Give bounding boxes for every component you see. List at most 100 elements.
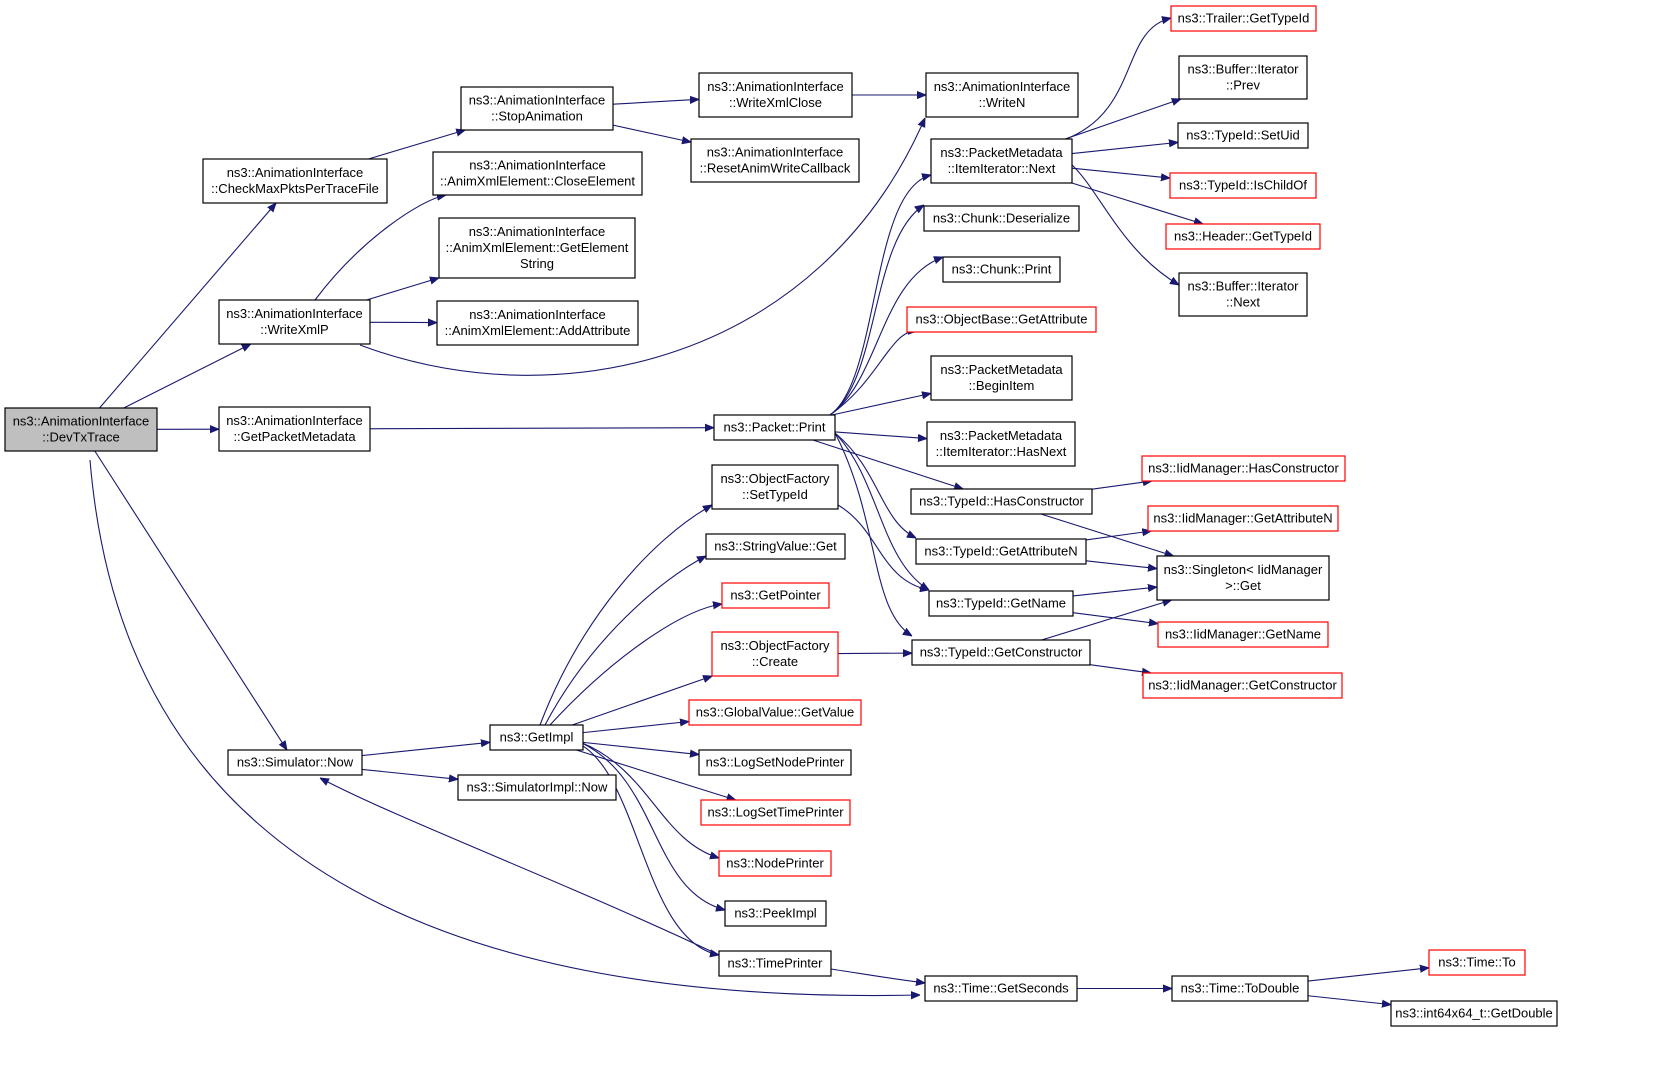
node-nodeprinter[interactable]: ns3::NodePrinter bbox=[718, 850, 832, 877]
node-headergettid[interactable]: ns3::Header::GetTypeId bbox=[1165, 223, 1321, 250]
node-label: ns3::TypeId::SetUid bbox=[1186, 128, 1299, 143]
node-simimplnow[interactable]: ns3::SimulatorImpl::Now bbox=[457, 774, 617, 801]
node-iidgetattrn[interactable]: ns3::IidManager::GetAttributeN bbox=[1147, 505, 1339, 532]
node-label: ::ItemIterator::Next bbox=[948, 161, 1056, 176]
edge-simnow-to-simimplnow bbox=[361, 768, 458, 779]
node-box bbox=[915, 538, 1087, 565]
node-lognode[interactable]: ns3::LogSetNodePrinter bbox=[698, 749, 852, 776]
node-getpktmeta[interactable]: ns3::AnimationInterface::GetPacketMetada… bbox=[218, 406, 371, 452]
edge-tidgetcons-to-singleton bbox=[1041, 600, 1172, 641]
node-timeto[interactable]: ns3::Time::To bbox=[1428, 949, 1526, 976]
edge-stopanim-to-writexmlclose bbox=[612, 99, 699, 105]
node-strget[interactable]: ns3::StringValue::Get bbox=[705, 533, 846, 560]
node-pmnext[interactable]: ns3::PacketMetadata::ItemIterator::Next bbox=[930, 138, 1073, 184]
node-closeel[interactable]: ns3::AnimationInterface::AnimXmlElement:… bbox=[432, 151, 643, 196]
edge-tidhascons-to-iidhascons bbox=[1091, 481, 1152, 490]
node-singleton[interactable]: ns3::Singleton< IidManager>::Get bbox=[1156, 555, 1330, 601]
node-label: ns3::AnimationInterface bbox=[707, 145, 844, 160]
node-label: ns3::PacketMetadata bbox=[940, 145, 1063, 160]
node-logtime[interactable]: ns3::LogSetTimePrinter bbox=[700, 799, 851, 826]
node-iidgetcons[interactable]: ns3::IidManager::GetConstructor bbox=[1142, 672, 1343, 699]
node-chunkprint[interactable]: ns3::Chunk::Print bbox=[942, 256, 1061, 283]
edge-devtx-to-timegetsec bbox=[89, 459, 920, 996]
node-box bbox=[930, 138, 1073, 184]
node-pmhasnext[interactable]: ns3::PacketMetadata::ItemIterator::HasNe… bbox=[926, 421, 1076, 467]
edge-tidgetname-to-iidgetname bbox=[1072, 612, 1158, 624]
node-box bbox=[489, 724, 584, 751]
node-int64getdouble[interactable]: ns3::int64x64_t::GetDouble bbox=[1390, 1000, 1558, 1027]
node-tidgetcons[interactable]: ns3::TypeId::GetConstructor bbox=[911, 639, 1091, 666]
node-label: ns3::AnimationInterface bbox=[469, 158, 606, 173]
node-label: ns3::AnimationInterface bbox=[934, 79, 1071, 94]
node-tidgetname[interactable]: ns3::TypeId::GetName bbox=[928, 590, 1074, 617]
node-label: ns3::StringValue::Get bbox=[714, 539, 837, 554]
node-getptr[interactable]: ns3::GetPointer bbox=[721, 582, 830, 609]
node-pmbegin[interactable]: ns3::PacketMetadata::BeginItem bbox=[930, 355, 1073, 401]
node-label: ::Next bbox=[1226, 295, 1260, 310]
node-trailergettid[interactable]: ns3::Trailer::GetTypeId bbox=[1170, 5, 1317, 32]
node-iidgetname[interactable]: ns3::IidManager::GetName bbox=[1157, 621, 1329, 648]
edge-tidgetattrn-to-iidgetattrn bbox=[1085, 531, 1151, 541]
node-label: ns3::Trailer::GetTypeId bbox=[1178, 11, 1310, 26]
node-writen[interactable]: ns3::AnimationInterface::WriteN bbox=[925, 72, 1079, 118]
node-tidgetattrn[interactable]: ns3::TypeId::GetAttributeN bbox=[915, 538, 1087, 565]
node-box bbox=[718, 850, 832, 877]
node-box bbox=[1170, 5, 1317, 32]
node-tidhascons[interactable]: ns3::TypeId::HasConstructor bbox=[910, 488, 1093, 515]
node-label: ns3::Chunk::Deserialize bbox=[933, 211, 1070, 226]
node-label: ::DevTxTrace bbox=[42, 430, 120, 445]
node-label: ns3::LogSetTimePrinter bbox=[707, 805, 844, 820]
node-getimpl[interactable]: ns3::GetImpl bbox=[489, 724, 584, 751]
node-simnow[interactable]: ns3::Simulator::Now bbox=[227, 749, 363, 776]
node-addattr[interactable]: ns3::AnimationInterface::AnimXmlElement:… bbox=[436, 300, 639, 346]
node-objgetattr[interactable]: ns3::ObjectBase::GetAttribute bbox=[906, 306, 1097, 333]
node-getelstr[interactable]: ns3::AnimationInterface::AnimXmlElement:… bbox=[438, 217, 636, 279]
node-tidischild[interactable]: ns3::TypeId::IsChildOf bbox=[1169, 172, 1317, 199]
node-writexmlp[interactable]: ns3::AnimationInterface::WriteXmlP bbox=[218, 299, 371, 345]
node-label: ns3::AnimationInterface bbox=[13, 414, 150, 429]
node-label: ns3::AnimationInterface bbox=[469, 93, 606, 108]
node-timegetsec[interactable]: ns3::Time::GetSeconds bbox=[924, 975, 1078, 1002]
node-box bbox=[1178, 272, 1308, 317]
node-writexmlclose[interactable]: ns3::AnimationInterface::WriteXmlClose bbox=[698, 72, 853, 118]
node-checkmax[interactable]: ns3::AnimationInterface::CheckMaxPktsPer… bbox=[202, 158, 388, 204]
node-label: ns3::TypeId::GetName bbox=[936, 596, 1066, 611]
node-box bbox=[227, 749, 363, 776]
node-stopanim[interactable]: ns3::AnimationInterface::StopAnimation bbox=[460, 86, 614, 131]
node-iidhascons[interactable]: ns3::IidManager::HasConstructor bbox=[1141, 455, 1346, 482]
edge-getimpl-to-timeprinter bbox=[569, 739, 719, 955]
node-chunkdeser[interactable]: ns3::Chunk::Deserialize bbox=[923, 205, 1080, 232]
node-devtx[interactable]: ns3::AnimationInterface::DevTxTrace bbox=[4, 407, 158, 452]
node-timeprinter[interactable]: ns3::TimePrinter bbox=[718, 950, 832, 977]
node-box bbox=[721, 582, 830, 609]
node-box bbox=[705, 533, 846, 560]
edge-getpktmeta-to-pktprint bbox=[369, 428, 714, 429]
node-gvget[interactable]: ns3::GlobalValue::GetValue bbox=[688, 699, 862, 726]
node-box bbox=[1390, 1000, 1558, 1027]
node-bufnext[interactable]: ns3::Buffer::Iterator::Next bbox=[1178, 272, 1308, 317]
node-label: ns3::AnimationInterface bbox=[226, 306, 363, 321]
edge-writexmlp-to-closeel bbox=[314, 195, 446, 301]
edge-pmnext-to-tidischild bbox=[1071, 167, 1170, 178]
node-box bbox=[925, 72, 1079, 118]
node-label: ns3::Buffer::Iterator bbox=[1187, 279, 1299, 294]
node-label: ns3::ObjectBase::GetAttribute bbox=[916, 312, 1088, 327]
node-label: ns3::GlobalValue::GetValue bbox=[696, 705, 855, 720]
node-label: ns3::int64x64_t::GetDouble bbox=[1395, 1006, 1553, 1021]
node-ofcreate[interactable]: ns3::ObjectFactory::Create bbox=[711, 631, 839, 677]
node-box bbox=[1428, 949, 1526, 976]
node-pktprint[interactable]: ns3::Packet::Print bbox=[713, 414, 836, 441]
node-tidsetuid[interactable]: ns3::TypeId::SetUid bbox=[1177, 122, 1309, 149]
node-label: ns3::TimePrinter bbox=[728, 956, 824, 971]
node-label: ::WriteXmlP bbox=[260, 322, 328, 337]
node-box bbox=[1142, 672, 1343, 699]
node-label: ns3::PacketMetadata bbox=[940, 362, 1063, 377]
node-peekimpl[interactable]: ns3::PeekImpl bbox=[724, 900, 827, 927]
node-ofsettid[interactable]: ns3::ObjectFactory::SetTypeId bbox=[711, 464, 839, 510]
edge-getimpl-to-logtime bbox=[576, 749, 735, 800]
edge-timeprinter-to-timegetsec bbox=[830, 968, 925, 983]
node-resetanim[interactable]: ns3::AnimationInterface::ResetAnimWriteC… bbox=[690, 138, 860, 183]
node-bufprev[interactable]: ns3::Buffer::Iterator::Prev bbox=[1178, 55, 1308, 100]
node-timetodouble[interactable]: ns3::Time::ToDouble bbox=[1171, 975, 1309, 1002]
